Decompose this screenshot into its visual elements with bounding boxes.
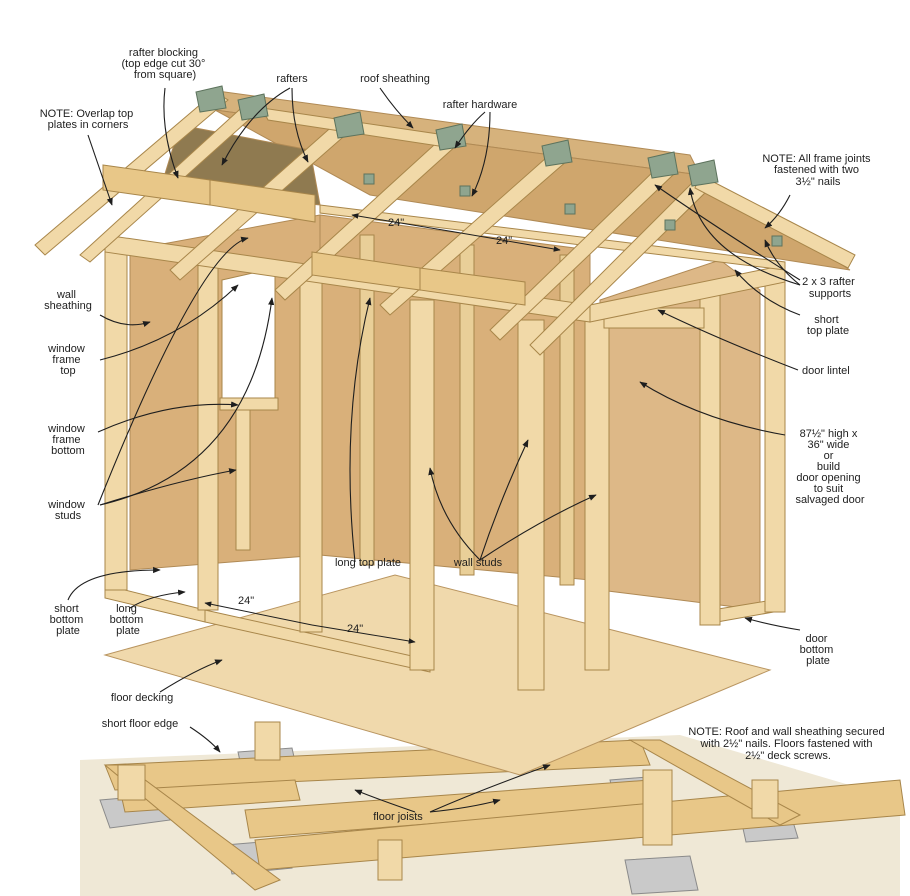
label-door-lintel: door lintel xyxy=(802,365,850,377)
label-floor-decking: floor decking xyxy=(111,692,173,704)
rafter-hardware-icon xyxy=(459,185,471,197)
rafter-hardware-icon xyxy=(647,151,679,179)
label-short-bottom-plate: short bottom plate xyxy=(50,603,87,637)
label-door-opening: 87½" high x 36" wide or build door openi… xyxy=(795,428,864,506)
label-rafter-supports: 2 x 3 rafter supports xyxy=(802,276,858,300)
label-note-sheathing: NOTE: Roof and wall sheathing secured wi… xyxy=(688,726,887,762)
label-window-frame-bottom: window frame bottom xyxy=(47,423,88,457)
pointer-lines xyxy=(67,87,801,813)
rafter-hardware-icon xyxy=(687,159,719,187)
rafter-hardware-icon xyxy=(564,203,576,215)
label-rafter-blocking: rafter blocking (top edge cut 30° from s… xyxy=(122,47,209,81)
stud-spacing-label-a: 24" xyxy=(238,595,254,607)
label-short-floor-edge: short floor edge xyxy=(102,718,178,730)
label-door-bottom-plate: door bottom plate xyxy=(800,633,837,667)
rafter-spacing-label-a: 24" xyxy=(388,217,404,229)
joist-post xyxy=(117,764,146,801)
rafter-hardware-icon xyxy=(237,93,269,121)
rafter-spacing-label-b: 24" xyxy=(496,235,512,247)
joist-post xyxy=(751,779,779,819)
label-roof-sheathing: roof sheathing xyxy=(360,73,430,85)
rafter-hardware-icon xyxy=(195,85,227,113)
rafter-hardware-icon xyxy=(664,219,676,231)
rafter-block xyxy=(209,179,316,223)
label-wall-studs: wall studs xyxy=(453,557,503,569)
label-rafters: rafters xyxy=(276,73,308,85)
joist-post xyxy=(642,769,673,846)
bottom-plates xyxy=(104,584,786,673)
label-note-frame-joints: NOTE: All frame joints fastened with two… xyxy=(762,153,873,188)
stud-spacing-label-b: 24" xyxy=(347,623,363,635)
label-note-overlap: NOTE: Overlap top plates in corners xyxy=(40,108,137,131)
joist-post xyxy=(377,839,403,881)
pier-block xyxy=(624,855,699,895)
label-long-bottom-plate: long bottom plate xyxy=(110,603,147,637)
dimension-lines xyxy=(204,213,561,644)
label-rafter-hardware: rafter hardware xyxy=(443,99,518,111)
label-short-top-plate: short top plate xyxy=(807,314,849,337)
label-long-top-plate: long top plate xyxy=(335,557,401,569)
label-floor-joists: floor joists xyxy=(373,811,423,823)
rafter-block xyxy=(419,267,526,306)
roof xyxy=(34,85,856,356)
label-wall-sheathing: wall sheathing xyxy=(44,289,92,312)
rafter-hardware-icon xyxy=(363,173,375,185)
label-window-studs: window studs xyxy=(47,499,88,522)
joist-post xyxy=(254,721,281,761)
rafter-hardware-icon xyxy=(771,235,783,247)
rafter-hardware-icon xyxy=(333,111,365,139)
label-window-frame-top: window frame top xyxy=(47,343,88,377)
rafter-hardware-icon xyxy=(541,139,573,167)
